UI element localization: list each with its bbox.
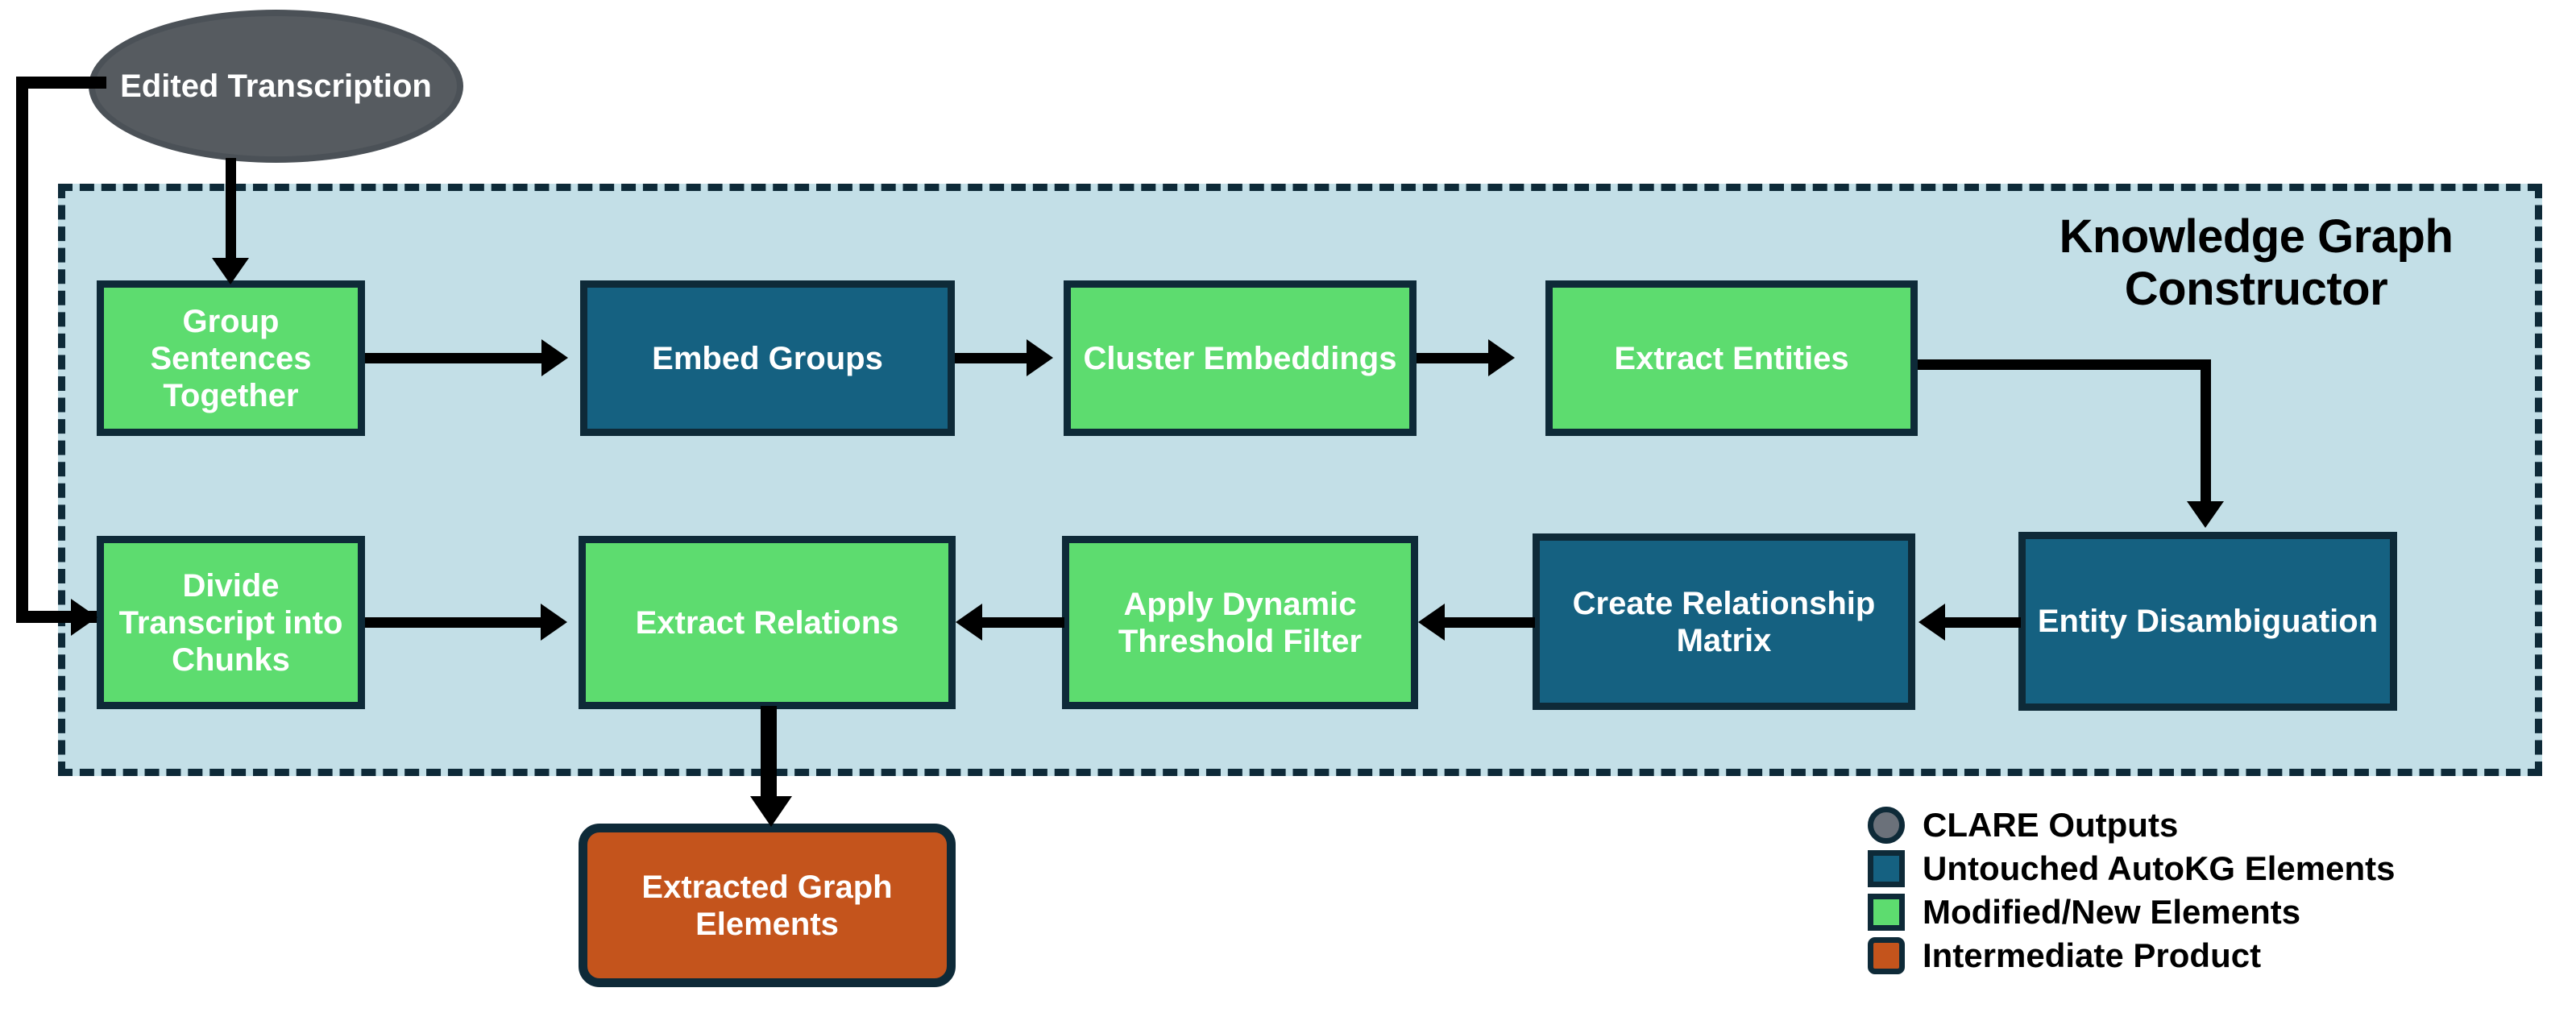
node-extracted-graph-elements-label: Extracted Graph Elements [641,869,893,942]
node-edited-transcription[interactable]: Edited Transcription [89,10,463,163]
node-group-sentences-together-label: Group Sentences Together [150,303,312,413]
connector-apply-threshold-to-extract-relations [982,617,1064,628]
node-embed-groups[interactable]: Embed Groups [580,280,955,436]
legend-label-clare-outputs: CLARE Outputs [1923,806,2179,844]
connector-transcription-to-group-sentences [226,158,236,264]
node-cluster-embeddings-label: Cluster Embeddings [1083,340,1397,376]
node-create-relationship-matrix[interactable]: Create Relationship Matrix [1533,533,1915,710]
arrowhead-to-apply-dynamic-threshold-filter [1418,604,1445,641]
connector-extract-entities-right [1918,359,2211,370]
node-apply-dynamic-threshold-filter-label: Apply Dynamic Threshold Filter [1118,586,1363,659]
legend-swatch-orange-rounded-square-icon [1868,937,1905,974]
node-group-sentences-together[interactable]: Group Sentences Together [97,280,365,436]
node-extract-entities[interactable]: Extract Entities [1545,280,1918,436]
connector-entity-disambiguation-to-create-relationship-matrix [1945,617,2021,628]
legend-label-untouched-autokg-elements: Untouched AutoKG Elements [1923,849,2396,887]
arrowhead-to-cluster-embeddings [1027,339,1053,376]
node-cluster-embeddings[interactable]: Cluster Embeddings [1064,280,1417,436]
connector-extract-relations-to-extracted-graph-elements [761,706,777,804]
legend-item-untouched-autokg-elements: Untouched AutoKG Elements [1868,848,2395,890]
knowledge-graph-constructor-title: Knowledge Graph Constructor [2059,210,2454,315]
node-embed-groups-label: Embed Groups [652,340,883,376]
connector-extract-entities-down [2201,359,2211,504]
arrowhead-to-extract-relations-from-divide [541,604,567,641]
arrowhead-to-embed-groups [541,339,568,376]
node-entity-disambiguation-label: Entity Disambiguation [2037,604,2379,639]
arrowhead-to-group-sentences [212,258,249,284]
node-divide-transcript-into-chunks[interactable]: Divide Transcript into Chunks [97,536,365,709]
node-extract-relations-label: Extract Relations [635,604,899,641]
arrowhead-to-extract-relations [956,604,982,641]
node-entity-disambiguation[interactable]: Entity Disambiguation [2018,532,2397,711]
node-extract-relations[interactable]: Extract Relations [579,536,956,709]
node-edited-transcription-label: Edited Transcription [120,68,432,104]
arrowhead-to-create-relationship-matrix [1919,604,1945,641]
connector-divide-transcript-to-extract-relations [365,617,544,628]
connector-create-relationship-matrix-to-apply-threshold [1445,617,1535,628]
legend: CLARE Outputs Untouched AutoKG Elements … [1868,804,2395,978]
connector-cluster-embeddings-to-extract-entities [1417,353,1491,363]
node-create-relationship-matrix-label: Create Relationship Matrix [1572,585,1876,658]
connector-group-sentences-to-embed-groups [365,353,544,363]
node-apply-dynamic-threshold-filter[interactable]: Apply Dynamic Threshold Filter [1062,536,1418,709]
connector-embed-groups-to-cluster-embeddings [955,353,1029,363]
legend-swatch-circle-icon [1868,807,1905,844]
legend-item-clare-outputs: CLARE Outputs [1868,804,2395,846]
connector-feedback-down [16,77,28,623]
node-divide-transcript-into-chunks-label: Divide Transcript into Chunks [118,567,343,678]
legend-item-modified-new-elements: Modified/New Elements [1868,891,2395,933]
legend-swatch-green-square-icon [1868,894,1905,931]
arrowhead-to-divide-transcript [71,599,97,636]
legend-swatch-blue-square-icon [1868,850,1905,887]
legend-label-intermediate-product: Intermediate Product [1923,936,2262,974]
connector-feedback-from-transcription [16,77,106,89]
arrowhead-to-extract-entities [1488,339,1515,376]
legend-label-modified-new-elements: Modified/New Elements [1923,893,2301,931]
node-extract-entities-label: Extract Entities [1614,340,1849,376]
node-extracted-graph-elements[interactable]: Extracted Graph Elements [579,824,956,987]
arrowhead-to-entity-disambiguation [2187,501,2224,528]
arrowhead-to-extracted-graph-elements [750,796,792,827]
legend-item-intermediate-product: Intermediate Product [1868,935,2395,977]
